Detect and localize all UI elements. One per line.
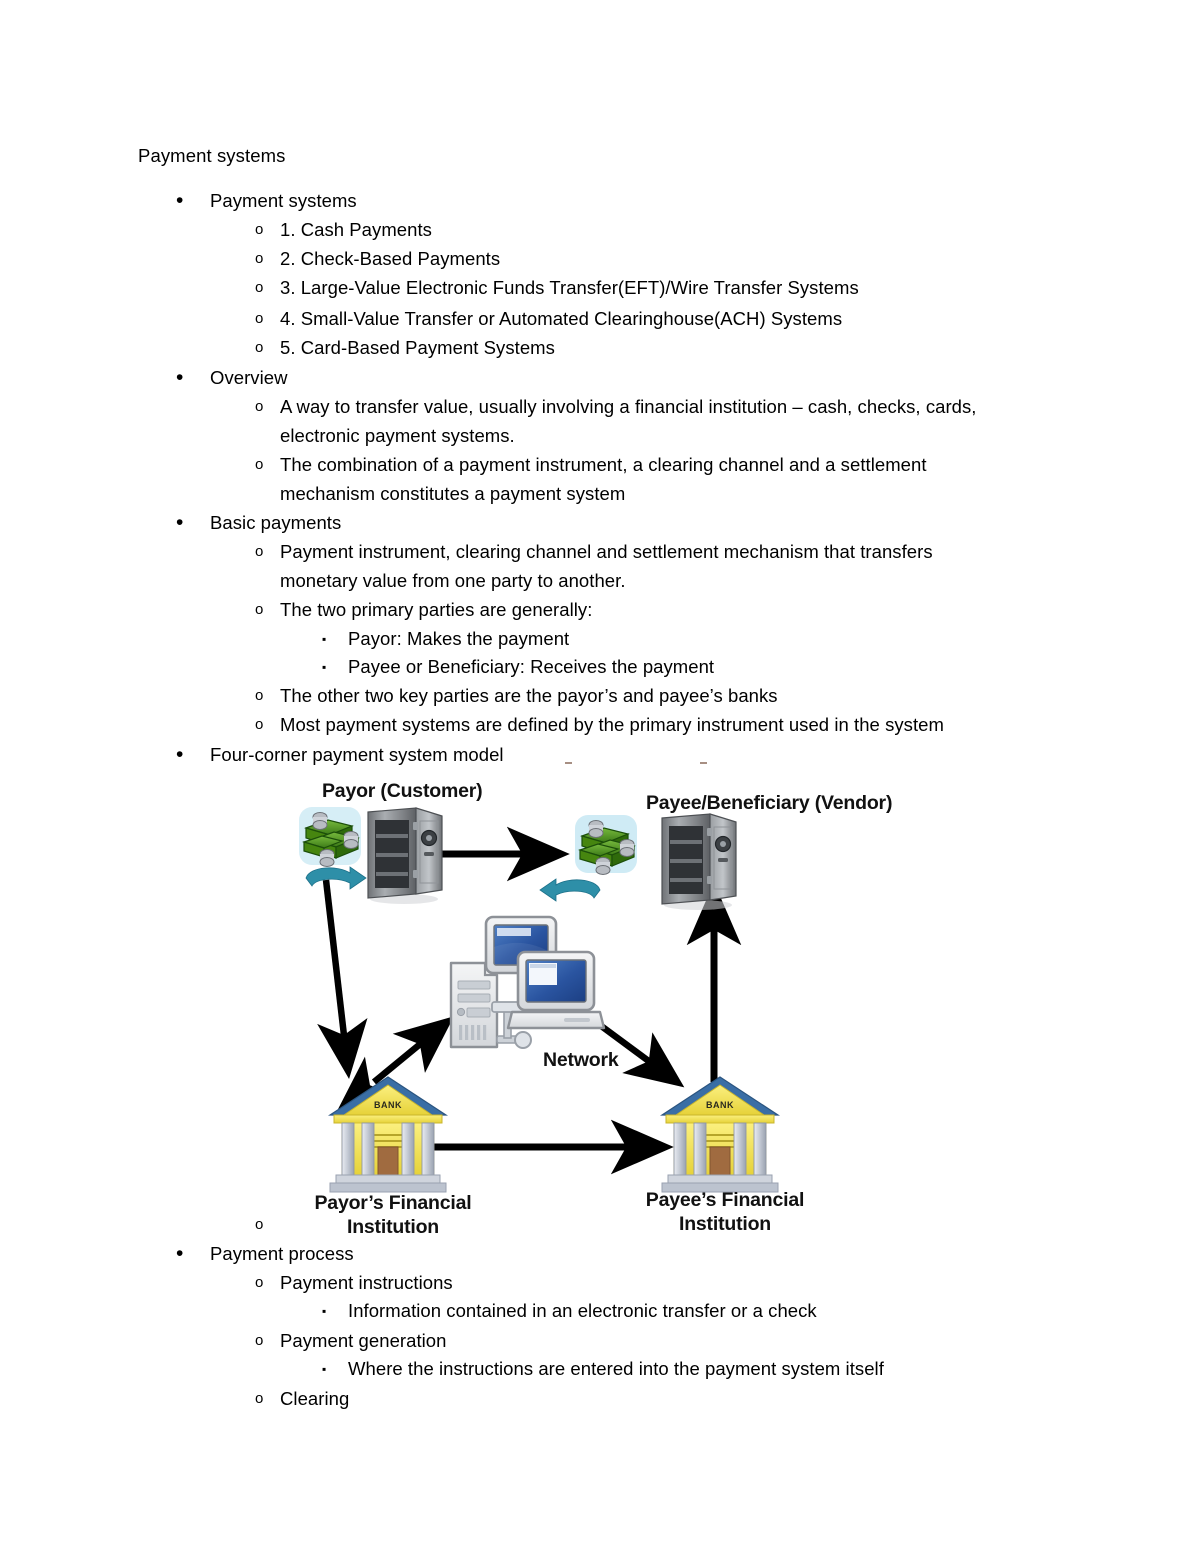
diagram-label-payor-bank-line1: Payor’s Financial [314, 1192, 472, 1214]
bullet-marker-level2: o [255, 250, 264, 267]
outline-item-payment-process: Payment process [210, 1243, 354, 1264]
outline-item-where-instructions-entered: Where the instructions are entered into … [348, 1358, 884, 1379]
bullet-marker-level2: o [255, 716, 264, 733]
outline-item-payor-makes-payment: Payor: Makes the payment [348, 628, 570, 649]
money-stack-icon [575, 815, 637, 875]
edge-payor-bank-to-network [335, 1016, 455, 1114]
server-icon [449, 961, 499, 1049]
bullet-marker-level2: o [255, 601, 264, 618]
scan-artifact-dot [565, 762, 572, 764]
bullet-marker-level1: • [176, 189, 184, 212]
outline-item-clearing: Clearing [280, 1388, 350, 1409]
outline-item-cash-payments: 1. Cash Payments [280, 219, 432, 240]
bullet-marker-level2-figure: o [255, 1216, 264, 1233]
bullet-marker-level2: o [255, 310, 264, 327]
outline-item-check-based-payments: 2. Check-Based Payments [280, 248, 501, 269]
outline-item-defined-by-primary-instrument: Most payment systems are defined by the … [280, 714, 944, 735]
outline-item-other-two-key-parties: The other two key parties are the payor’… [280, 685, 778, 706]
bullet-marker-level2: o [255, 1274, 264, 1291]
outline-item-information-contained: Information contained in an electronic t… [348, 1300, 817, 1321]
teal-arrow-icon-payor [305, 866, 367, 890]
bank-sign-text: BANK [374, 1100, 402, 1110]
outline-item-eft-wire-transfer: 3. Large-Value Electronic Funds Transfer… [280, 277, 859, 298]
outline-item-overview: Overview [210, 367, 288, 388]
outline-item-basic-payments: Basic payments [210, 512, 342, 533]
diagram-label-payee-bank-line2: Institution [678, 1213, 772, 1235]
bullet-marker-level2: o [255, 339, 264, 356]
bullet-marker-level2: o [255, 398, 264, 415]
bullet-marker-level2: o [255, 221, 264, 238]
bullet-marker-level3: ▪ [322, 1362, 327, 1376]
diagram-label-payee-bank-line1: Payee’s Financial [645, 1189, 805, 1211]
edge-payor-to-payor-bank [317, 879, 368, 1080]
outline-item-overview-combination-line1: The combination of a payment instrument,… [280, 454, 927, 475]
outline-item-overview-definition-line1: A way to transfer value, usually involvi… [280, 396, 977, 417]
outline-item-two-primary-parties: The two primary parties are generally: [280, 599, 593, 620]
bullet-marker-level2: o [255, 1390, 264, 1407]
bullet-marker-level2: o [255, 543, 264, 560]
diagram-label-payor-bank-line2: Institution [346, 1216, 440, 1238]
bullet-marker-level1: • [176, 743, 184, 766]
money-stack-icon [299, 807, 361, 867]
diagram-label-payee: Payee/Beneficiary (Vendor) [646, 792, 893, 814]
bullet-marker-level1: • [176, 1242, 184, 1265]
bullet-marker-level1: • [176, 366, 184, 389]
page-title: Payment systems [138, 145, 286, 166]
outline-item-overview-combination-line2: mechanism constitutes a payment system [280, 483, 626, 504]
bullet-marker-level2: o [255, 1332, 264, 1349]
diagram-label-network: Network [543, 1049, 619, 1071]
bullet-marker-level2: o [255, 279, 264, 296]
bullet-marker-level2: o [255, 687, 264, 704]
bank-sign-text: BANK [706, 1100, 734, 1110]
outline-item-ach-systems: 4. Small-Value Transfer or Automated Cle… [280, 308, 843, 329]
bullet-marker-level2: o [255, 456, 264, 473]
outline-item-overview-definition-line2: electronic payment systems. [280, 425, 515, 446]
bullet-marker-level1: • [176, 511, 184, 534]
outline-item-payment-generation: Payment generation [280, 1330, 447, 1351]
outline-item-card-based-payment-systems: 5. Card-Based Payment Systems [280, 337, 555, 358]
outline-item-basic-instrument-line1: Payment instrument, clearing channel and… [280, 541, 933, 562]
scan-artifact-dot [700, 762, 707, 764]
laptop-icon [506, 950, 606, 1030]
safe-icon-payee [661, 813, 737, 910]
bullet-marker-level3: ▪ [322, 660, 327, 674]
teal-arrow-icon-payee [539, 878, 601, 902]
bank-building-icon-payee: BANK [659, 1076, 781, 1193]
four-corner-payment-model-diagram: BANK [290, 752, 970, 1242]
bank-building-icon-payor: BANK [327, 1076, 449, 1193]
outline-item-payment-systems: Payment systems [210, 190, 357, 211]
outline-item-payee-receives-payment: Payee or Beneficiary: Receives the payme… [348, 656, 715, 677]
outline-item-payment-instructions: Payment instructions [280, 1272, 453, 1293]
diagram-label-payor: Payor (Customer) [322, 780, 483, 802]
outline-item-basic-instrument-line2: monetary value from one party to another… [280, 570, 626, 591]
outline-item-four-corner-model: Four-corner payment system model [210, 744, 504, 765]
bullet-marker-level3: ▪ [322, 1304, 327, 1318]
safe-icon-payor [367, 807, 443, 904]
bullet-marker-level3: ▪ [322, 632, 327, 646]
